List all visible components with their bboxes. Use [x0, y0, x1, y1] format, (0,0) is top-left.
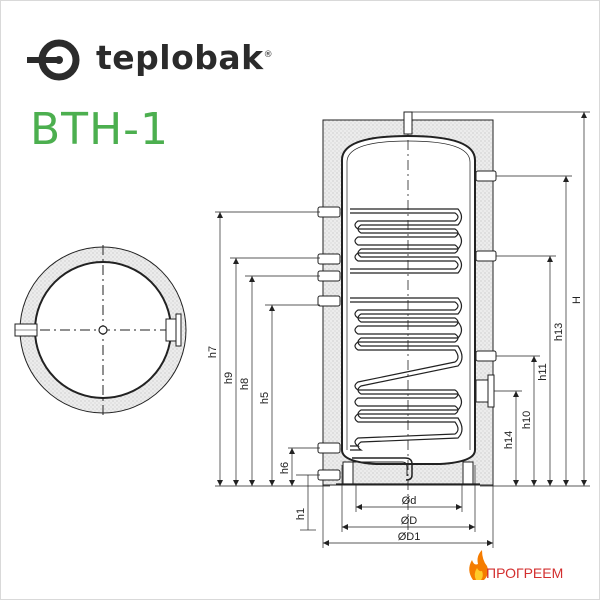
- dim-label-h7: h7: [207, 346, 219, 358]
- top-view: [14, 245, 187, 415]
- dim-label-h1: h1: [295, 508, 307, 520]
- dim-label-h9: h9: [223, 372, 235, 384]
- dim-label-D: ØD: [401, 515, 418, 527]
- dim-label-h5: h5: [259, 392, 271, 404]
- brand-text: teplobak: [96, 38, 264, 77]
- dim-label-H: H: [571, 296, 583, 304]
- dim-label-h8: h8: [239, 378, 251, 390]
- right-dim-arrows: [513, 112, 587, 486]
- left-dimensions: [215, 211, 330, 531]
- flame-icon: [469, 550, 488, 580]
- dim-label-h6: h6: [279, 462, 291, 474]
- dim-label-h13: h13: [553, 323, 565, 341]
- left-nozzles: [317, 206, 341, 481]
- model-title: BTH-1: [30, 104, 170, 155]
- dim-label-d: Ød: [402, 495, 417, 507]
- diameter-dimensions: [322, 465, 494, 548]
- diameter-arrows: [323, 504, 493, 546]
- dim-label-h10: h10: [521, 411, 533, 429]
- dim-label-h14: h14: [503, 431, 515, 449]
- registered-mark: ®: [263, 50, 274, 60]
- right-dimensions: [412, 111, 590, 487]
- brand-name: teplobak®: [96, 38, 273, 77]
- heat-exchanger-coils: [350, 208, 463, 481]
- teplobak-logo-icon: [27, 39, 80, 81]
- footer-brand: ПРОГРЕЕМ: [486, 565, 564, 581]
- dim-label-D1: ØD1: [398, 531, 421, 543]
- dim-label-h11: h11: [537, 363, 549, 381]
- left-dim-arrows: [217, 212, 295, 486]
